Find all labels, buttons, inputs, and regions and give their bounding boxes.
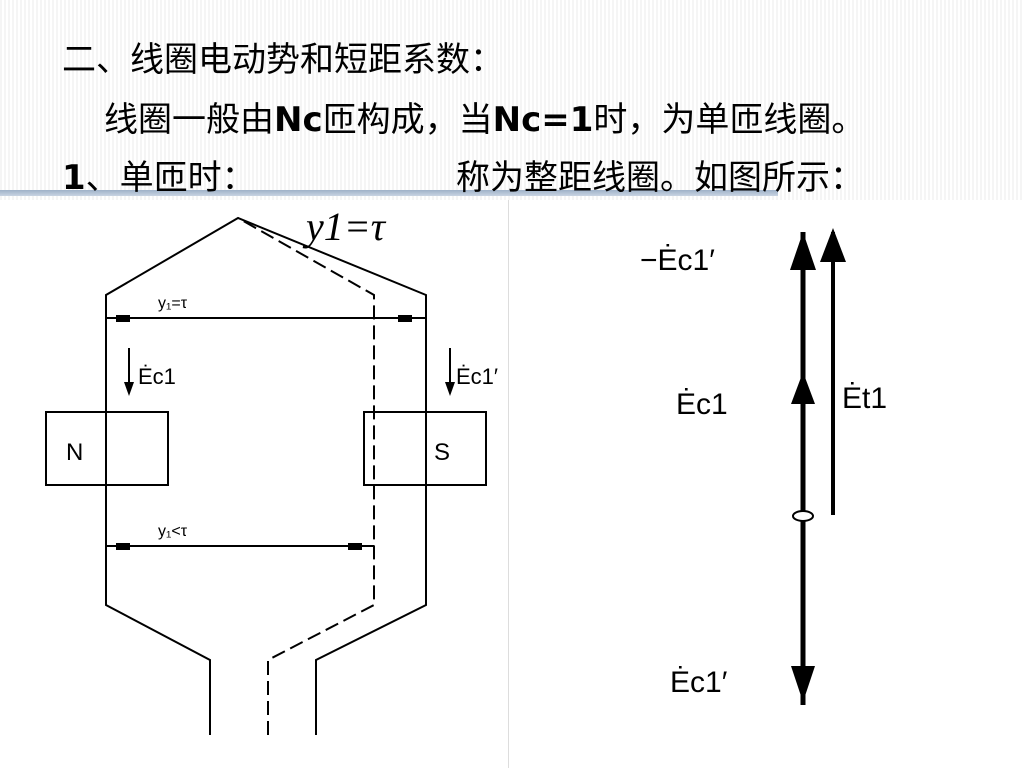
emf-left-label: Ėc1 — [138, 364, 176, 389]
panel-divider — [508, 200, 509, 768]
emf-right-label: Ėc1′ — [456, 364, 498, 389]
phasor-origin-dot — [792, 510, 814, 522]
header-band — [0, 0, 1024, 200]
pitch-top-right-arrow — [398, 315, 412, 322]
slide-text-line-3-right: 称为整距线圈。如图所示： — [456, 158, 864, 198]
phasor-diagram — [790, 228, 846, 705]
accent-line — [0, 190, 778, 196]
formula-label: y1=τ — [302, 204, 387, 249]
pitch-bottom-label: y₁<τ — [158, 523, 188, 540]
phasor-arrow-mid — [791, 372, 815, 404]
slide-text-line-2: 线圈一般由Nc匝构成，当Nc=1时，为单匝线圈。 — [104, 100, 866, 140]
slide-heading: 二、线圈电动势和短距系数： — [62, 40, 504, 80]
coil-outline-dashed — [237, 217, 375, 735]
phasor-label-bottom: Ėc1′ — [670, 666, 728, 699]
phasor-arrow-bottom — [791, 666, 815, 702]
pitch-top-left-arrow — [116, 315, 130, 322]
pole-n-box — [45, 411, 169, 486]
pole-s-box — [363, 411, 487, 486]
pitch-bottom-right-arrow — [348, 543, 362, 550]
slide-text-line-3: 1、单匝时： — [62, 158, 256, 198]
pitch-bottom-left-arrow — [116, 543, 130, 550]
phasor-label-top: −Ėc1′ — [640, 244, 715, 277]
emf-arrow-left — [124, 348, 134, 396]
coil-diagram — [105, 216, 427, 735]
phasor-arrow-sum — [820, 228, 846, 262]
pitch-top-label: y₁=τ — [158, 295, 188, 312]
pole-s-label: S — [434, 439, 450, 466]
pole-n-label: N — [66, 439, 83, 466]
emf-arrow-right — [445, 348, 455, 396]
coil-outline-solid — [105, 216, 427, 735]
phasor-arrow-top — [790, 232, 816, 270]
phasor-label-mid: Ėc1 — [676, 388, 728, 421]
phasor-label-sum: Ėt1 — [842, 382, 887, 415]
